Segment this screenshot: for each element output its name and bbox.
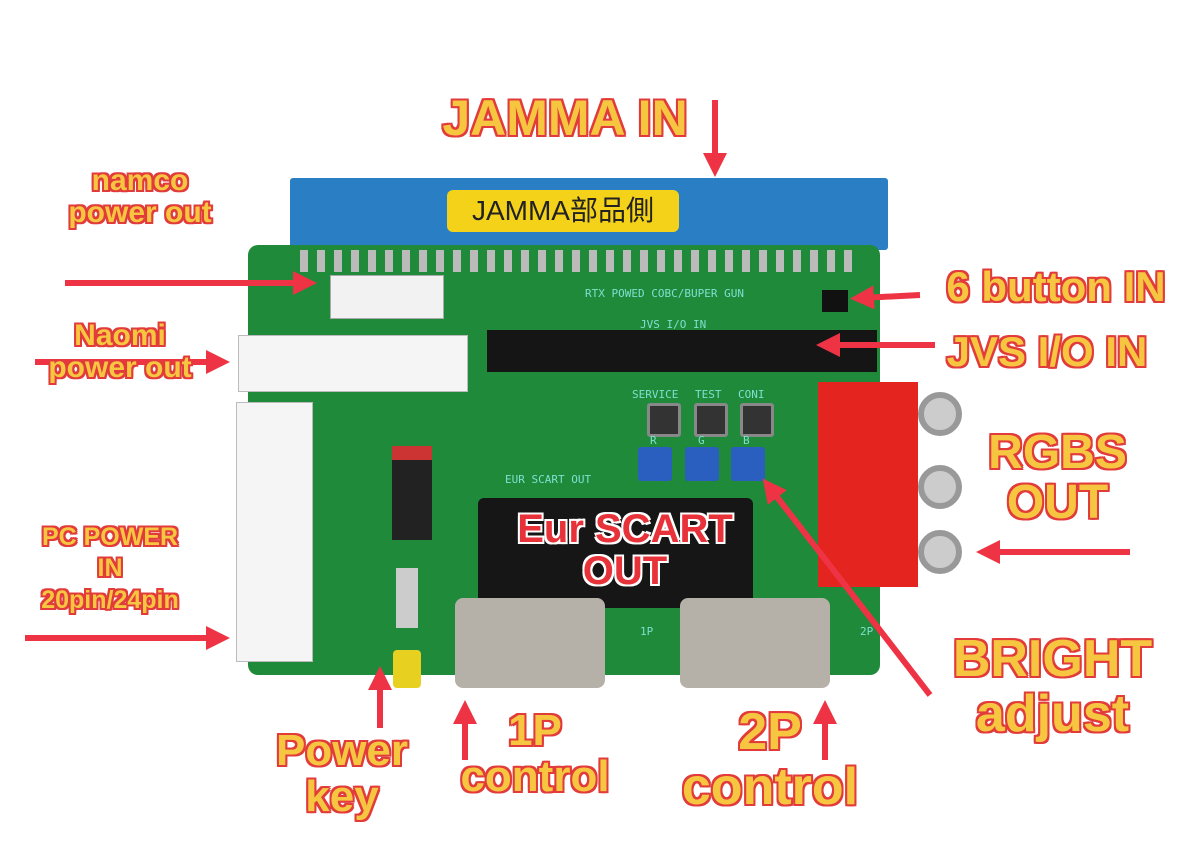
jvs-header xyxy=(487,330,877,372)
silk-rtx: RTX POWED COBC/BUPER GUN xyxy=(585,287,744,300)
scart-connector xyxy=(478,498,753,608)
silk-service: SERVICE xyxy=(632,388,679,401)
naomi-power-connector xyxy=(238,335,468,392)
rgbs-connector-housing xyxy=(818,382,918,587)
jamma-pins xyxy=(300,250,860,272)
coin-button[interactable] xyxy=(740,403,774,437)
r-brightness-pot[interactable] xyxy=(638,447,672,481)
silk-eur-scart: EUR SCART OUT xyxy=(505,473,592,486)
atx-power-connector xyxy=(236,402,313,662)
db15-1p-connector xyxy=(455,598,605,688)
rca-jack xyxy=(918,465,962,509)
rca-jack xyxy=(918,530,962,574)
label-jvs-io-in: JVS I/O IN xyxy=(946,328,1148,375)
silk-b: B xyxy=(743,434,750,447)
six-button-header xyxy=(822,290,848,312)
regulator xyxy=(392,446,432,540)
test-button[interactable] xyxy=(694,403,728,437)
silk-g: G xyxy=(698,434,705,447)
silk-r: R xyxy=(650,434,657,447)
power-key-cap[interactable] xyxy=(393,650,421,688)
b-brightness-pot[interactable] xyxy=(731,447,765,481)
db15-2p-connector xyxy=(680,598,830,688)
arrow-6button xyxy=(850,285,921,310)
power-switch xyxy=(396,568,418,628)
silk-2p: 2P xyxy=(860,625,874,638)
service-button[interactable] xyxy=(647,403,681,437)
label-6-button-in: 6 button IN xyxy=(946,263,1166,310)
silk-1p: 1P xyxy=(640,625,654,638)
silk-jvs: JVS I/O IN xyxy=(640,318,707,331)
g-brightness-pot[interactable] xyxy=(685,447,719,481)
rca-jack xyxy=(918,392,962,436)
arrow-bright xyxy=(762,478,933,697)
silk-test: TEST xyxy=(695,388,722,401)
label-jamma-in: JAMMA IN xyxy=(442,90,688,146)
silk-coin: CONI xyxy=(738,388,765,401)
namco-power-connector xyxy=(330,275,444,319)
jamma-sticker: JAMMA部品側 xyxy=(447,190,679,232)
